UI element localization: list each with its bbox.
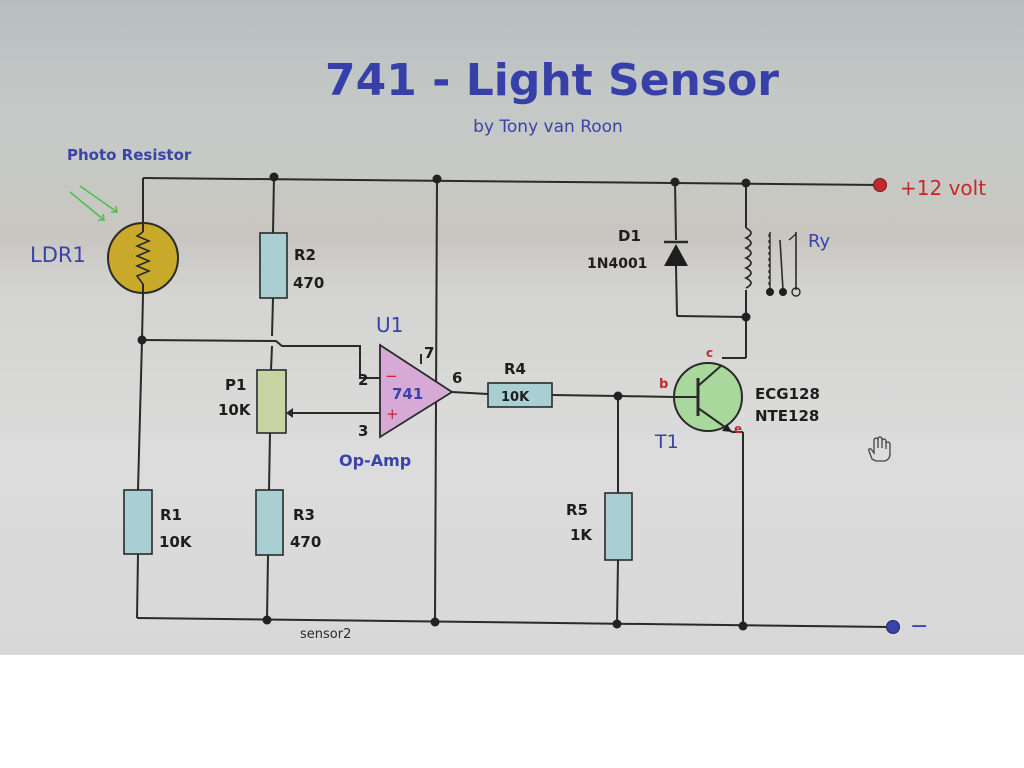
resistor-r4: R4 10K [487,360,553,408]
r5-name: R5 [566,501,588,519]
diode-d1: D1 1N4001 [587,227,688,272]
resistor-r3: R3 470 [255,489,321,556]
circuit-schematic: 741 - Light Sensor by Tony van Roon [30,55,986,642]
u1-minus-sign: − [385,367,398,385]
r4-value: 10K [501,390,530,405]
d1-value: 1N4001 [587,256,647,272]
t1-collector-label: c [706,346,713,360]
u1-pin-2: 2 [358,371,368,389]
r3-name: R3 [293,506,315,524]
supply-positive-terminal: +12 volt [873,176,986,200]
u1-caption: Op-Amp [339,451,411,470]
u1-pin-3: 3 [358,422,368,440]
t1-base-label: b [659,377,668,392]
r2-name: R2 [294,246,316,264]
junctions [137,172,751,631]
supply-negative-terminal: − [886,614,928,639]
photo-resistor-label: Photo Resistor [67,146,192,164]
relay-label: Ry [808,231,831,252]
u1-chip-label: 741 [392,385,423,403]
resistor-r5: R5 1K [566,492,633,561]
schematic-photo: 741 - Light Sensor by Tony van Roon [0,0,1024,655]
r1-name: R1 [160,506,182,524]
diagram-subtitle: by Tony van Roon [473,117,623,137]
ldr1-photo-resistor: Photo Resistor LDR1 [30,146,192,295]
r4-name: R4 [504,360,526,378]
transistor-t1: c b e T1 ECG128 NTE128 [654,346,820,453]
u1-pin-6: 6 [452,369,462,387]
diagram-title: 741 - Light Sensor [325,55,779,106]
r1-value: 10K [159,533,193,551]
r2-value: 470 [293,274,324,292]
t1-label: T1 [654,431,679,453]
ground-net-label: sensor2 [300,627,351,642]
p1-name: P1 [225,376,246,394]
resistor-r1: R1 10K [123,489,193,555]
light-arrows-icon [69,185,118,221]
u1-pin-7: 7 [424,344,434,362]
r3-value: 470 [290,533,321,551]
potentiometer-p1: P1 10K [218,369,293,434]
resistor-r2: R2 470 [259,232,324,299]
u1-label: U1 [376,313,403,337]
relay-ry: Ry [743,227,831,297]
u1-plus-sign: + [386,405,399,423]
t1-part-2: NTE128 [755,407,819,425]
supply-positive-label: +12 volt [900,176,986,200]
d1-name: D1 [618,227,641,245]
t1-emitter-label: e [734,422,742,436]
r5-value: 1K [570,526,593,544]
p1-value: 10K [218,401,252,419]
supply-negative-label: − [910,614,928,639]
t1-part-1: ECG128 [755,385,820,403]
hand-cursor-icon [868,436,891,462]
op-amp-u1: U1 741 − + 2 3 6 7 Op-Amp [339,313,462,470]
ldr1-label: LDR1 [30,243,86,267]
